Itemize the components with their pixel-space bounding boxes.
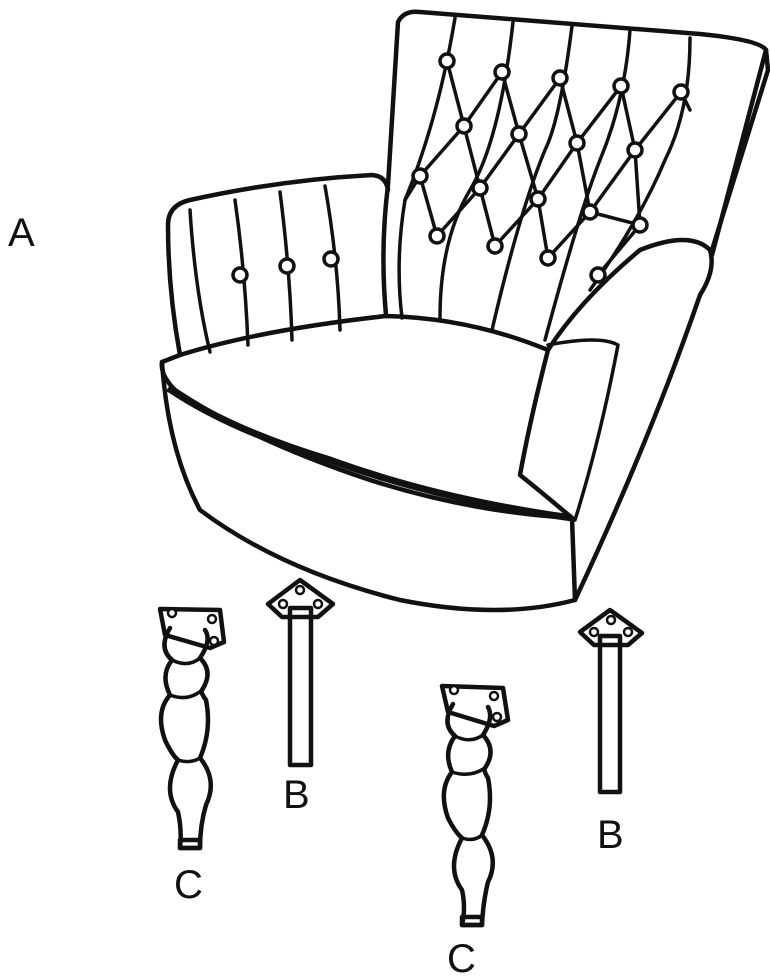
label-bracket-leg-b-right: B xyxy=(597,813,624,857)
left-arm xyxy=(168,175,388,355)
bracket-leg-left xyxy=(268,580,333,765)
armchair xyxy=(162,12,768,610)
turned-leg-right xyxy=(442,686,508,925)
label-chair-a: A xyxy=(8,211,35,255)
turned-leg-left xyxy=(160,609,224,848)
bracket-leg-right xyxy=(580,610,642,792)
seat-piping xyxy=(168,388,572,518)
chair-base xyxy=(162,362,575,610)
label-turned-leg-c-right: C xyxy=(447,937,476,978)
label-turned-leg-c-left: C xyxy=(174,863,203,907)
label-bracket-leg-b-left: B xyxy=(283,773,310,817)
